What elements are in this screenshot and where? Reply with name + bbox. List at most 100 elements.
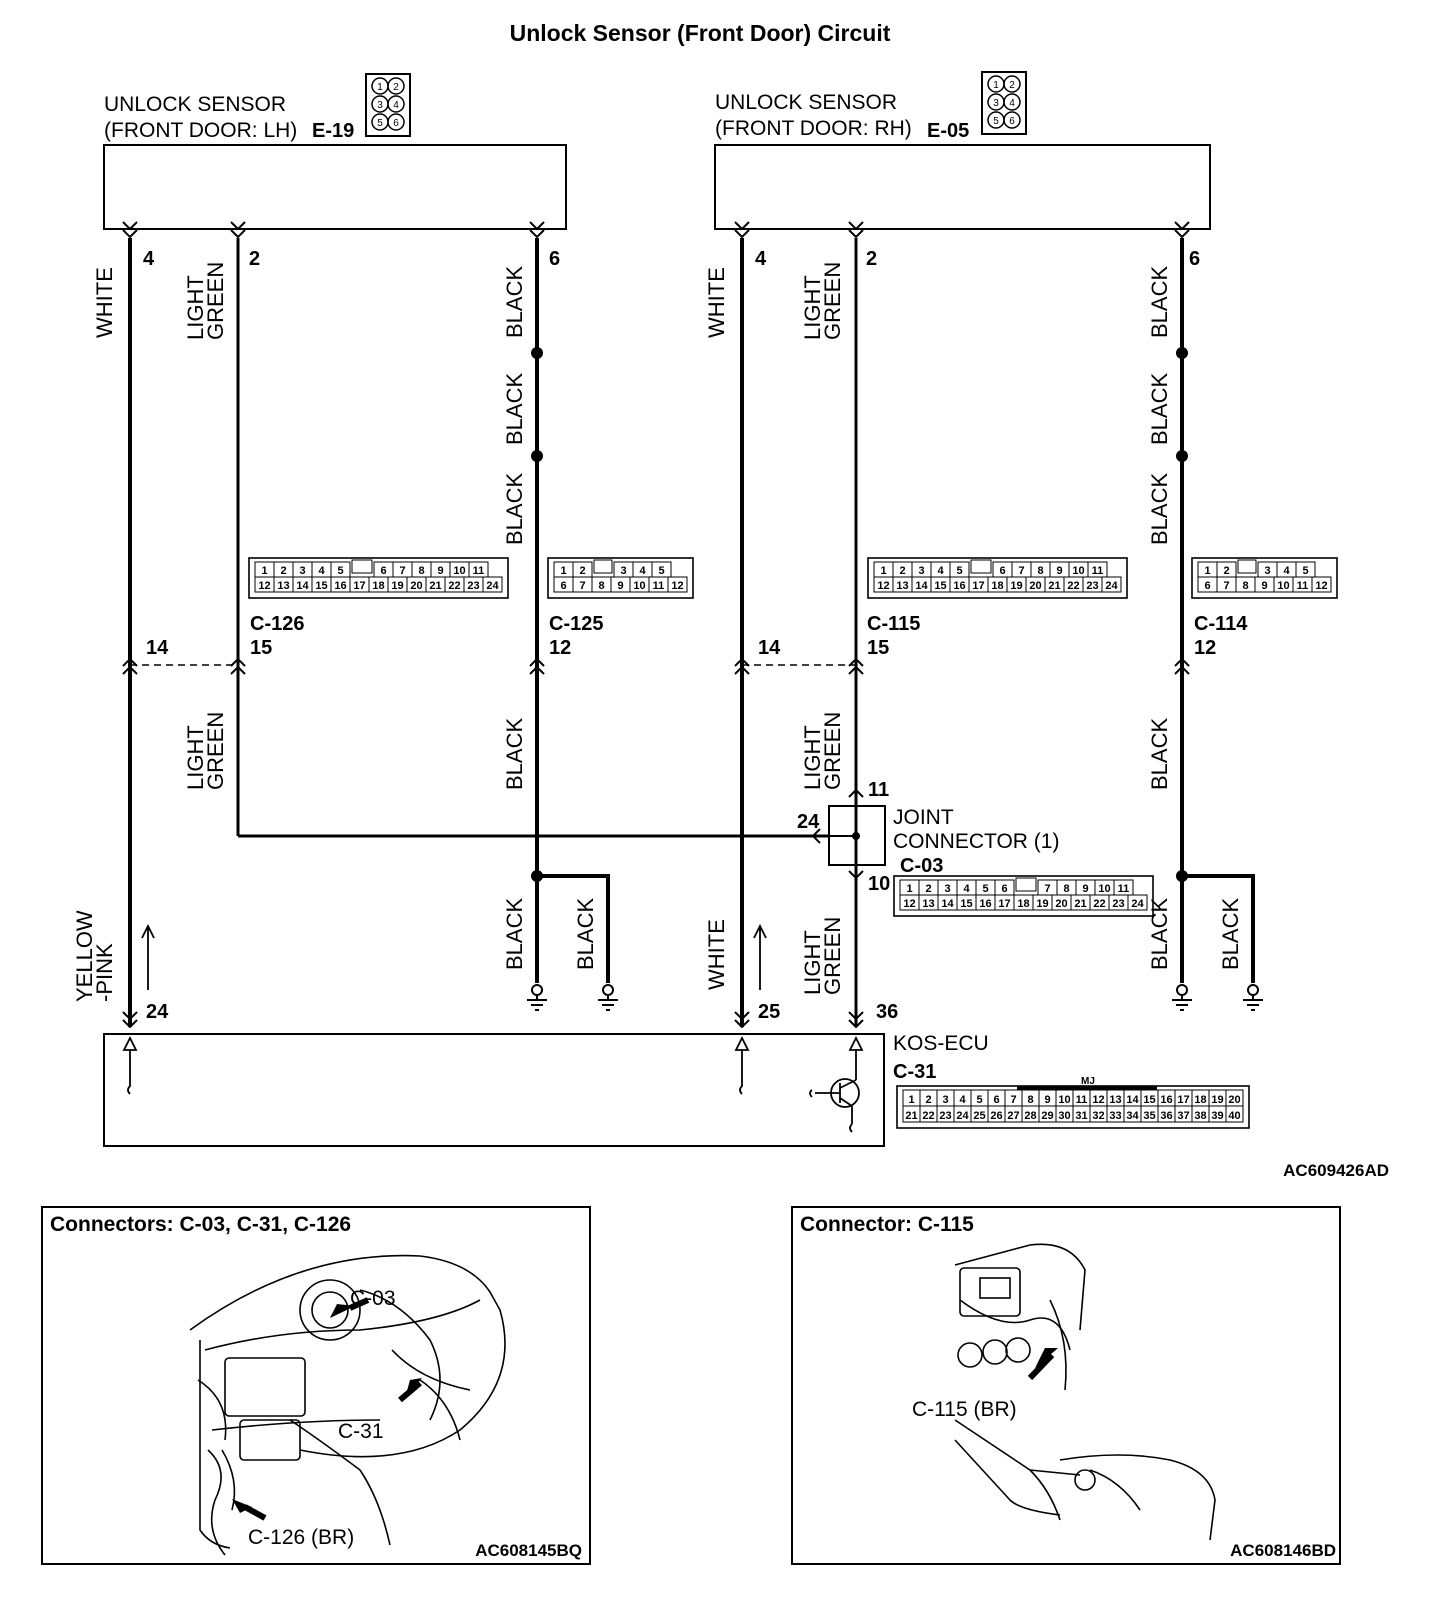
pin-number: 3 xyxy=(942,1094,948,1106)
connector-housing xyxy=(547,557,694,599)
latch xyxy=(593,559,613,574)
pin-number: 11 xyxy=(1118,883,1130,895)
wires xyxy=(128,238,1255,1027)
pin-number: 6 xyxy=(993,1094,999,1106)
pin-number: 5 xyxy=(976,1094,982,1106)
wire-label-green: GREEN xyxy=(820,712,845,790)
callout-arrows xyxy=(232,1297,422,1521)
rh-pin-2: 2 xyxy=(866,248,877,270)
pin-number: 26 xyxy=(990,1110,1002,1122)
ecu-internal xyxy=(122,1035,864,1133)
console-illustration xyxy=(954,1243,1216,1541)
pin-number: 2 xyxy=(925,883,931,895)
pin-cell xyxy=(667,576,688,593)
pin-number: 13 xyxy=(1109,1094,1121,1106)
pin-number: 10 xyxy=(1277,580,1289,592)
pin-number: 2 xyxy=(1223,565,1229,577)
pin-number: 8 xyxy=(1242,580,1248,592)
pin-label: 3 xyxy=(993,98,999,109)
pin-number: 4 xyxy=(318,565,325,577)
latch xyxy=(970,559,992,574)
lh-pin-2: 2 xyxy=(249,248,260,270)
pin-number: 22 xyxy=(1093,898,1105,910)
wire-label-black: BLACK xyxy=(1218,898,1243,970)
pin-15-rh: 15 xyxy=(867,637,889,659)
pin-label: 5 xyxy=(377,118,383,129)
pin-number: 35 xyxy=(1143,1110,1155,1122)
pin-number: 19 xyxy=(1036,898,1048,910)
dashboard-illustration xyxy=(189,1254,506,1556)
connector-housing xyxy=(1191,557,1338,599)
wire-label-black: BLACK xyxy=(502,373,527,445)
lh-pin-6: 6 xyxy=(549,248,560,270)
pin-number: 5 xyxy=(956,565,962,577)
pin-number: 4 xyxy=(963,883,970,895)
pin-number: 3 xyxy=(944,883,950,895)
wire-label-green: GREEN xyxy=(820,262,845,340)
arrow-icon xyxy=(330,1304,355,1318)
sensor-lh-line1: UNLOCK SENSOR xyxy=(104,93,286,116)
pin-12-rh: 12 xyxy=(1194,637,1216,659)
pin-12-lh: 12 xyxy=(549,637,571,659)
connector-c126-label: C-126 xyxy=(250,613,304,635)
pin-number: 10 xyxy=(1098,883,1110,895)
pin-number: 20 xyxy=(1029,580,1041,592)
panel-connector-c115: Connector: C-115 C-115 (BR) AC608146BD xyxy=(791,1206,1341,1565)
pin-number: 13 xyxy=(277,580,289,592)
pin-number: 3 xyxy=(918,565,924,577)
signal-arrows xyxy=(141,923,767,990)
pin-number: 17 xyxy=(972,580,984,592)
pin-label: 1 xyxy=(993,80,999,91)
mid-pin-numbers: 14 15 12 14 15 12 24 25 36 xyxy=(146,637,1216,1023)
pin-number: 11 xyxy=(1297,580,1309,592)
connector-housing xyxy=(867,557,1128,599)
wire-label-light: LIGHT xyxy=(800,725,825,790)
pin-number: 14 xyxy=(296,580,309,592)
pin-number: 14 xyxy=(915,580,928,592)
sensor-rh-connector-icon: 1 2 3 4 5 6 xyxy=(981,71,1027,135)
wire-label-black: BLACK xyxy=(502,473,527,545)
pin-number: 8 xyxy=(1027,1094,1033,1106)
pin-number: 23 xyxy=(1086,580,1098,592)
pin-number: 29 xyxy=(1041,1110,1053,1122)
pin-number: 17 xyxy=(998,898,1010,910)
wire-label-black: BLACK xyxy=(1147,898,1172,970)
pin-number: 3 xyxy=(620,565,626,577)
ecu-pin-36: 36 xyxy=(876,1001,898,1023)
pin-number: 20 xyxy=(410,580,422,592)
sensor-rh-line1: UNLOCK SENSOR xyxy=(715,91,897,114)
panel-ref: AC608146BD xyxy=(1230,1541,1336,1560)
panel-connectors-c03-c31-c126: Connectors: C-03, C-31, C-126 xyxy=(41,1206,591,1565)
pin-number: 13 xyxy=(896,580,908,592)
ground-icon xyxy=(1243,984,1263,1011)
pin-number: 24 xyxy=(956,1110,969,1122)
joint-connector-line1: JOINT xyxy=(893,806,954,829)
pin-number: 8 xyxy=(418,565,424,577)
wire-label-black: BLACK xyxy=(1147,373,1172,445)
splice-points xyxy=(531,347,1188,882)
pin-cell xyxy=(1225,1105,1244,1123)
pin-number: 36 xyxy=(1160,1110,1172,1122)
wire-label-black: BLACK xyxy=(502,718,527,790)
pin-number: 7 xyxy=(1044,883,1050,895)
sensor-lh-connector-id: E-19 xyxy=(312,120,354,142)
connector-ids: C-126 C-125 C-115 C-114 xyxy=(250,613,1248,635)
pin-number: 18 xyxy=(1194,1094,1206,1106)
sensor-lh-label: UNLOCK SENSOR (FRONT DOOR: LH) E-19 xyxy=(104,93,354,142)
pin-number: 1 xyxy=(906,883,912,895)
callout-c31: C-31 xyxy=(338,1420,384,1443)
pin-cell xyxy=(482,576,503,593)
pin-number: 5 xyxy=(337,565,343,577)
latch xyxy=(351,559,373,574)
pin-number: 20 xyxy=(1055,898,1067,910)
pin-number: 12 xyxy=(671,580,683,592)
kos-ecu-box xyxy=(103,1033,885,1147)
pin-number: 30 xyxy=(1058,1110,1070,1122)
pin-number: 17 xyxy=(1177,1094,1189,1106)
callout-c03: C-03 xyxy=(350,1287,396,1310)
pin-number: 5 xyxy=(982,883,988,895)
ground-symbols xyxy=(527,984,1263,1011)
connector-housing xyxy=(248,557,509,599)
pin-number: 7 xyxy=(1018,565,1024,577)
